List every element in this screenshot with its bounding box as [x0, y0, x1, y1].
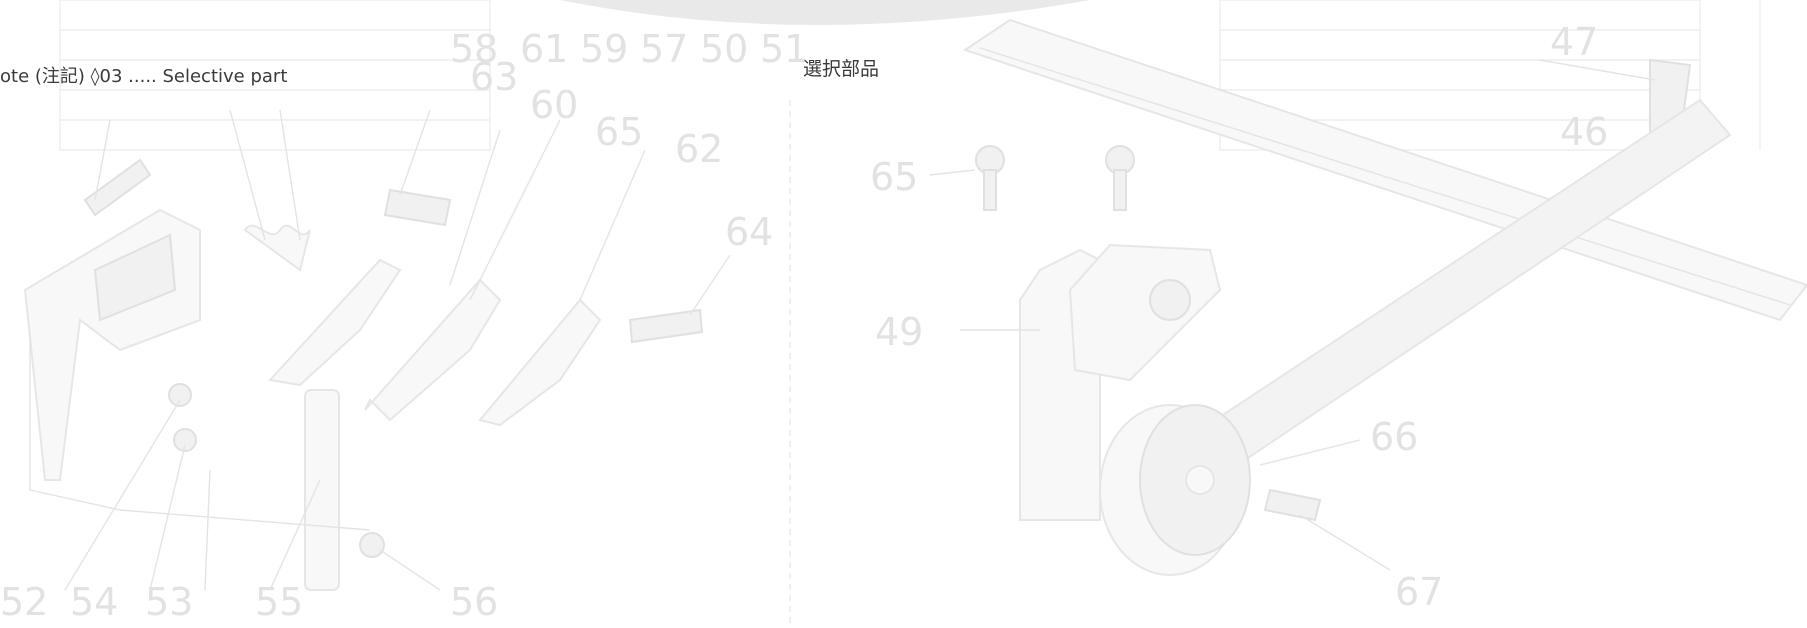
part-number-67: 67	[1395, 570, 1443, 614]
part-number-49: 49	[875, 310, 923, 354]
part-number-55: 55	[255, 580, 303, 624]
part-number-59: 59	[580, 27, 628, 71]
part-number-50: 50	[700, 27, 748, 71]
part-number-65-left: 65	[595, 110, 643, 154]
part-number-66: 66	[1370, 415, 1418, 459]
part-number-62: 62	[675, 127, 723, 171]
selective-part-note: ote (注記) ◊03 ..... Selective part	[0, 66, 288, 87]
part-number-58: 58	[450, 27, 498, 71]
part-number-52: 52	[0, 580, 48, 624]
left-parts-group	[23, 158, 704, 591]
part-number-60: 60	[530, 83, 578, 127]
part-number-63: 63	[470, 55, 518, 99]
left-part-numbers: 58 61 59 57 50 51 63 60 65 62 64 52 54 5…	[0, 27, 808, 624]
selective-parts-label: 選択部品	[803, 58, 880, 80]
faded-table-top-right	[1219, 0, 1761, 151]
part-number-65-right: 65	[870, 155, 918, 199]
part-number-47: 47	[1550, 20, 1598, 64]
part-number-51: 51	[760, 27, 808, 71]
part-number-56: 56	[450, 580, 498, 624]
part-number-53: 53	[145, 580, 193, 624]
right-parts-group	[962, 18, 1807, 576]
right-leader-lines	[929, 59, 1656, 571]
part-number-46: 46	[1560, 110, 1608, 154]
right-part-numbers: 65 49 47 46 66 67	[870, 20, 1608, 614]
faded-table-top-left	[59, 0, 491, 151]
part-number-64: 64	[725, 210, 773, 254]
top-arc-shape	[560, 0, 1090, 25]
part-number-57: 57	[640, 27, 688, 71]
left-leader-lines	[64, 109, 731, 591]
part-number-61: 61	[520, 27, 568, 71]
part-number-54: 54	[70, 580, 118, 624]
